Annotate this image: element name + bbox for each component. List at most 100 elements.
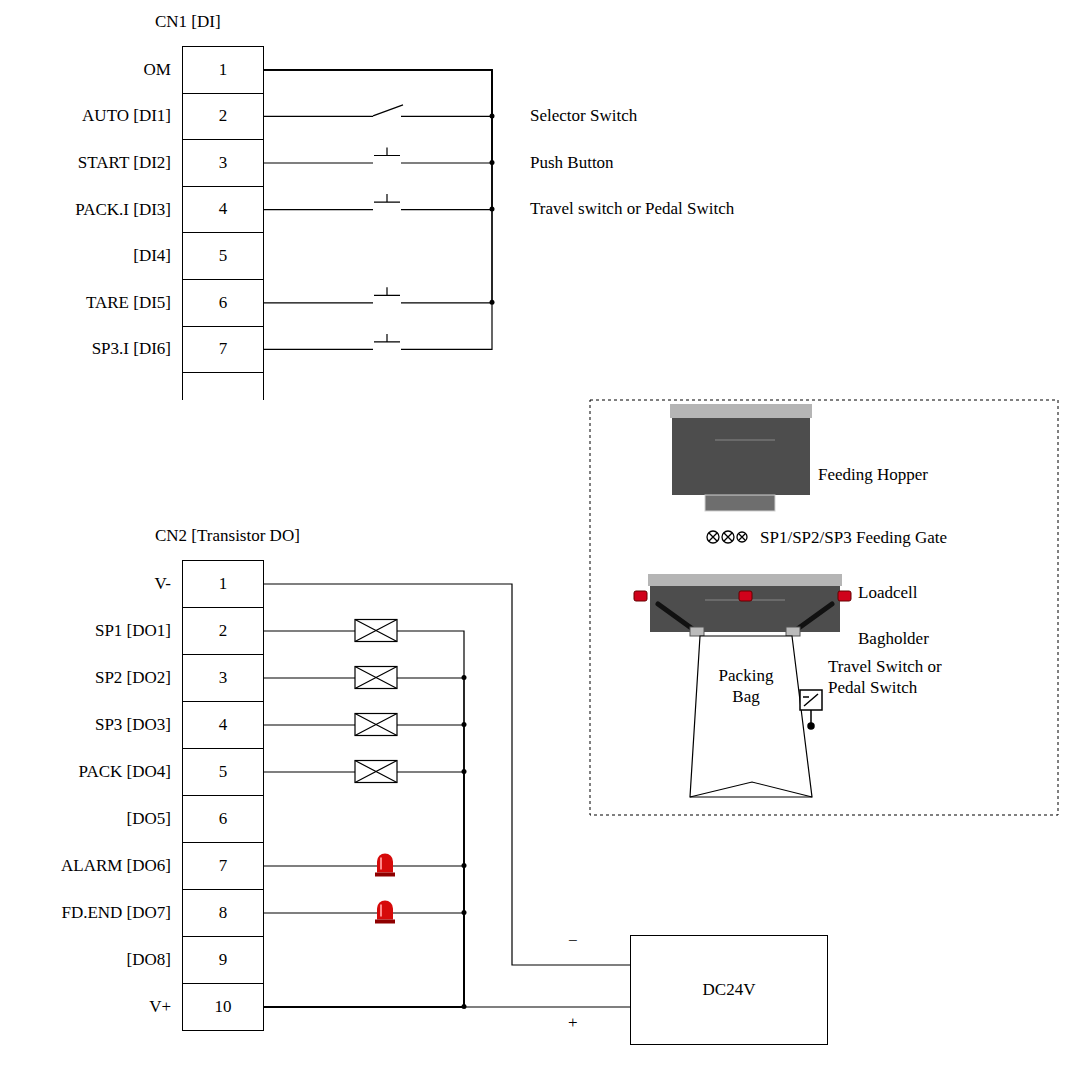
terminal-pin: AUTO [DI1]2 (182, 93, 264, 141)
block-edge (182, 372, 183, 400)
terminal-pin: SP2 [DO2]3 (182, 654, 264, 702)
junction-dot (490, 160, 495, 165)
note-label: SP1/SP2/SP3 Feeding Gate (760, 527, 947, 548)
polarity-sign: − (568, 930, 578, 951)
pin-number: 8 (219, 903, 228, 923)
terminal-block: OM1AUTO [DI1]2START [DI2]3PACK.I [DI3]4[… (182, 46, 264, 372)
note-label: Packing Bag (716, 665, 776, 708)
pin-number: 1 (219, 574, 228, 594)
terminal-pin: SP3 [DO3]4 (182, 701, 264, 749)
pin-number: 7 (219, 339, 228, 359)
signal-name: FD.END [DO7] (61, 903, 171, 923)
terminal-pin: [DI4]5 (182, 232, 264, 280)
push-button (373, 194, 401, 212)
feeding-hopper (670, 404, 812, 511)
pin-number: 5 (219, 762, 228, 782)
terminal-block: V-1SP1 [DO1]2SP2 [DO2]3SP3 [DO3]4PACK [D… (182, 560, 264, 1030)
junction-dot (462, 769, 467, 774)
terminal-pin: TARE [DI5]6 (182, 279, 264, 327)
junction-dot (462, 722, 467, 727)
wire (264, 1006, 630, 1007)
junction-dot (462, 863, 467, 868)
note-label: Bagholder (858, 628, 929, 649)
wire (264, 772, 464, 1007)
pin-number: 4 (219, 199, 228, 219)
signal-name: V+ (149, 997, 171, 1017)
wire (264, 70, 492, 163)
pin-number: 5 (219, 246, 228, 266)
terminal-pin: ALARM [DO6]7 (182, 842, 264, 890)
junction-dot (462, 1004, 467, 1009)
terminal-pin: PACK [DO4]5 (182, 748, 264, 796)
terminal-pin: SP1 [DO1]2 (182, 607, 264, 655)
packing-bag (690, 627, 812, 797)
connector-title: CN1 [DI] (155, 12, 221, 32)
signal-name: PACK [DO4] (79, 762, 171, 782)
wire (264, 70, 492, 117)
selector-switch (373, 105, 403, 119)
connector-title: CN2 [Transistor DO] (155, 526, 300, 546)
supply-label: DC24V (703, 980, 756, 1000)
loadcell (634, 591, 851, 601)
push-button (373, 334, 401, 352)
pin-number: 1 (219, 60, 228, 80)
feeding-gate (707, 531, 747, 543)
junction-dot (490, 300, 495, 305)
terminal-pin: [DO8]9 (182, 936, 264, 984)
terminal-pin: SP3.I [DI6]7 (182, 326, 264, 374)
solenoid-coil (355, 714, 397, 736)
solenoid-coil (355, 620, 397, 642)
pin-number: 9 (219, 950, 228, 970)
signal-name: SP3 [DO3] (95, 715, 171, 735)
terminal-pin: PACK.I [DI3]4 (182, 186, 264, 234)
indicator-lamp (375, 854, 395, 877)
pin-number: 3 (219, 153, 228, 173)
pin-number: 10 (215, 997, 232, 1017)
wire (264, 584, 630, 965)
junction-dot (490, 207, 495, 212)
pin-number: 3 (219, 668, 228, 688)
pin-number: 6 (219, 809, 228, 829)
pin-number: 2 (219, 621, 228, 641)
terminal-pin: OM1 (182, 46, 264, 94)
wire (264, 913, 464, 1007)
power-supply: DC24V (630, 935, 828, 1045)
note-label: Travel switch or Pedal Switch (530, 198, 734, 219)
wire (264, 678, 464, 1007)
block-edge (263, 372, 264, 400)
wire (264, 70, 492, 350)
junction-dot (462, 675, 467, 680)
terminal-pin: FD.END [DO7]8 (182, 889, 264, 937)
terminal-pin: START [DI2]3 (182, 139, 264, 187)
terminal-pin: V-1 (182, 560, 264, 608)
signal-name: AUTO [DI1] (82, 106, 171, 126)
pin-number: 7 (219, 856, 228, 876)
wire (264, 631, 464, 1007)
signal-name: [DI4] (133, 246, 171, 266)
polarity-sign: + (568, 1012, 578, 1033)
pin-number: 6 (219, 293, 228, 313)
travel-switch-icon (800, 690, 822, 729)
pin-number: 2 (219, 106, 228, 126)
terminal-pin: V+10 (182, 983, 264, 1031)
wire (264, 866, 464, 1007)
signal-name: OM (144, 60, 171, 80)
bagholder (658, 604, 832, 630)
junction-dot (462, 910, 467, 915)
signal-name: START [DI2] (78, 153, 171, 173)
signal-name: ALARM [DO6] (61, 856, 171, 876)
push-button (373, 287, 401, 305)
pin-number: 4 (219, 715, 228, 735)
weigh-hopper (648, 574, 842, 632)
signal-name: SP2 [DO2] (95, 668, 171, 688)
signal-name: SP3.I [DI6] (92, 339, 171, 359)
signal-name: [DO5] (127, 809, 171, 829)
note-label: Feeding Hopper (818, 464, 928, 485)
signal-name: PACK.I [DI3] (75, 199, 171, 219)
wire (264, 70, 492, 210)
signal-name: TARE [DI5] (86, 293, 171, 313)
solenoid-coil (355, 761, 397, 783)
signal-name: [DO8] (127, 950, 171, 970)
note-label: Selector Switch (530, 105, 637, 126)
